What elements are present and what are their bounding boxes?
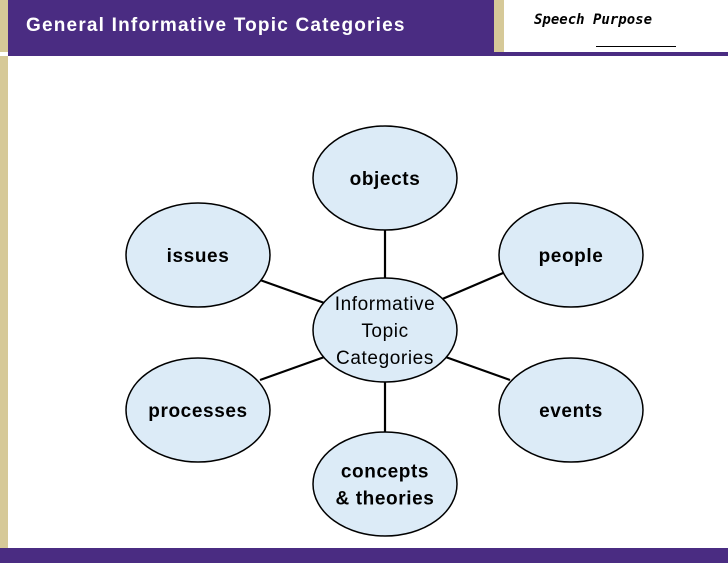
footer-bar	[0, 548, 728, 563]
connector-people	[439, 268, 511, 302]
left-border-bar	[0, 56, 8, 548]
node-processes-label-line-0: processes	[148, 401, 247, 422]
connector-processes	[259, 353, 331, 382]
node-events: events	[498, 357, 644, 463]
node-events-shape	[498, 357, 644, 463]
node-processes-shape	[125, 357, 271, 463]
node-concepts-theories: concepts & theories	[312, 431, 458, 537]
node-people-shape	[498, 202, 644, 308]
node-objects: objects	[312, 125, 458, 231]
node-issues: issues	[125, 202, 271, 308]
center-node-label-line-2: Categories	[336, 348, 434, 369]
connector-events	[439, 353, 511, 382]
header-rule	[8, 52, 728, 56]
speech-purpose-blank-line	[596, 46, 676, 47]
node-issues-label-line-0: issues	[167, 246, 230, 267]
speech-purpose-box: Speech Purpose	[504, 0, 728, 52]
center-node-label-line-1: Topic	[361, 321, 408, 342]
node-concepts-theories-label-line-1: & theories	[336, 489, 435, 510]
node-concepts-theories-label-line-0: concepts	[341, 462, 429, 483]
node-objects-label-line-0: objects	[350, 169, 421, 190]
node-concepts-theories-shape	[312, 431, 458, 537]
connector-issues	[259, 278, 331, 307]
page-title: General Informative Topic Categories	[8, 0, 494, 52]
node-issues-shape	[125, 202, 271, 308]
speech-purpose-label: Speech Purpose	[534, 12, 653, 28]
connectors	[259, 230, 511, 432]
nodes: objects people events concepts & theories pro…	[125, 125, 644, 537]
node-events-label-line-0: events	[539, 401, 603, 422]
node-people-label-line-0: people	[539, 246, 604, 267]
node-processes: processes	[125, 357, 271, 463]
node-objects-shape	[312, 125, 458, 231]
center-node-label-line-0: Informative	[335, 294, 436, 315]
center-node-shape	[312, 277, 458, 383]
node-people: people	[498, 202, 644, 308]
